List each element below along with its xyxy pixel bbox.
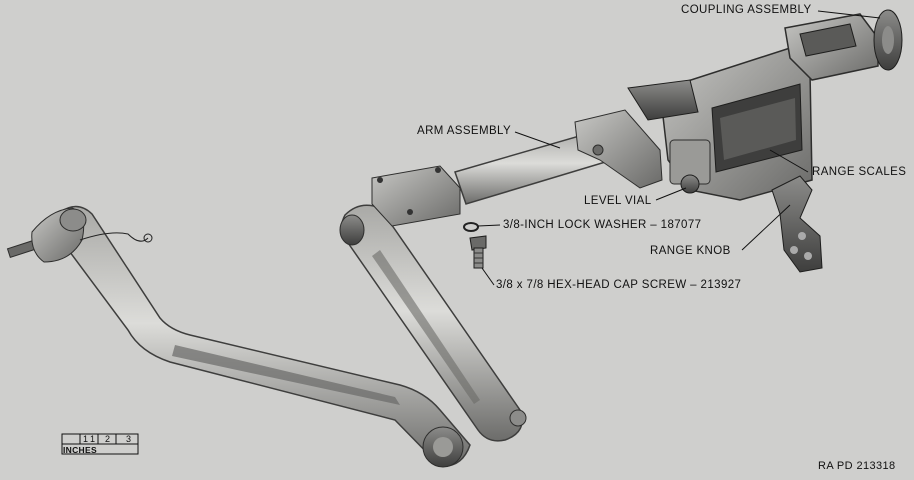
label-range-knob: RANGE KNOB <box>650 245 731 257</box>
scale-mark-2: 2 <box>105 434 111 444</box>
label-lock-washer: 3/8-INCH LOCK WASHER – 187077 <box>503 219 702 231</box>
leader-coupling <box>817 10 881 19</box>
leader-lock-washer <box>477 224 501 227</box>
label-arm-assembly: ARM ASSEMBLY <box>417 125 512 137</box>
inch-scale-bar <box>61 433 139 455</box>
leader-range-knob <box>741 204 791 251</box>
figure-id: RA PD 213318 <box>818 460 896 472</box>
label-range-scales: RANGE SCALES <box>812 166 907 178</box>
label-level-vial: LEVEL VIAL <box>584 195 652 207</box>
inch-scale: 1 1 2 3 INCHES <box>62 434 138 456</box>
leader-cap-screw <box>481 267 495 286</box>
vertical-link-arm <box>339 204 527 442</box>
leader-range-scales <box>769 149 809 173</box>
leader-level-vial <box>655 187 687 201</box>
label-coupling-assembly: COUPLING ASSEMBLY <box>681 4 812 16</box>
lock-washer-part <box>463 222 479 232</box>
scale-mark-1a: 1 <box>83 434 89 444</box>
leader-arm <box>514 131 561 149</box>
label-cap-screw: 3/8 x 7/8 HEX-HEAD CAP SCREW – 213927 <box>496 279 742 291</box>
range-knob-bracket <box>771 175 823 273</box>
lower-crank-arm <box>54 205 471 468</box>
quadrant-body <box>627 47 813 201</box>
end-fitting <box>6 207 153 263</box>
scale-mark-1b: 1 <box>90 434 96 444</box>
coupling-assembly <box>784 9 903 81</box>
arm-assembly-tube <box>371 109 663 227</box>
scale-unit-label: INCHES <box>63 445 97 455</box>
cap-screw-part <box>469 235 487 269</box>
scale-mark-3: 3 <box>126 434 132 444</box>
